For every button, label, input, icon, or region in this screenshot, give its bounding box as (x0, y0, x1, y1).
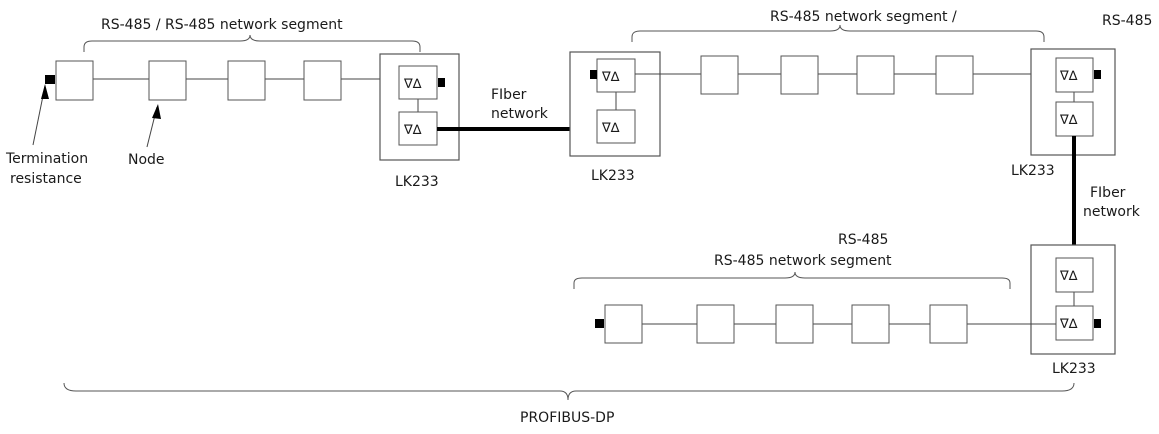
lk233-label: LK233 (1011, 163, 1055, 179)
module-symbol: ∇∆ (1059, 269, 1078, 284)
segment-label-top-left: RS-485 / RS-485 network segment (101, 17, 343, 33)
lk233-module (1055, 57, 1094, 93)
node-arrowhead (152, 104, 161, 119)
node-box (935, 55, 974, 95)
fiber-label-line1: FIber (491, 87, 527, 103)
profibus-dp-label: PROFIBUS-DP (520, 410, 614, 426)
module-symbol: ∇∆ (1059, 317, 1078, 332)
node-box (55, 60, 94, 101)
node-box (856, 55, 895, 95)
node-box (303, 60, 342, 101)
lk233-label: LK233 (591, 168, 635, 184)
node-box (929, 304, 968, 344)
module-symbol: ∇∆ (403, 123, 422, 138)
node-box (851, 304, 890, 344)
fiber-label-line1: FIber (1090, 185, 1126, 201)
segment-label-top-right-corner: RS-485 (1102, 13, 1152, 29)
lk233-module (596, 109, 636, 144)
termination-resistor (1094, 70, 1101, 79)
termination-arrowhead (41, 84, 49, 99)
module-symbol: ∇∆ (601, 70, 620, 85)
node-box (604, 304, 643, 344)
lk233-module (398, 111, 438, 146)
node-label: Node (128, 152, 165, 168)
lk233-label: LK233 (395, 174, 439, 190)
brace-bottom-segment (573, 271, 1011, 289)
lk233-module (398, 65, 438, 100)
fiber-label-line2: network (1083, 204, 1141, 220)
node-box (775, 304, 814, 344)
termination-label-line2: resistance (10, 171, 82, 187)
module-symbol: ∇∆ (601, 121, 620, 136)
lk233-module (1055, 257, 1094, 293)
termination-resistor (590, 70, 597, 79)
termination-label-line1: Termination (5, 151, 88, 167)
node-box (227, 60, 266, 101)
segment-label-bottom-line1: RS-485 (838, 232, 888, 248)
segment-label-bottom-line2: RS-485 network segment (714, 253, 892, 269)
lk233-module (1055, 305, 1094, 341)
lk233-label: LK233 (1052, 361, 1096, 377)
module-symbol: ∇∆ (1059, 69, 1078, 84)
brace-profibus-bus (63, 382, 1075, 401)
termination-resistor (595, 319, 604, 328)
module-symbol: ∇∆ (1059, 113, 1078, 128)
node-box (696, 304, 735, 344)
segment-label-top-right: RS-485 network segment / (770, 9, 957, 25)
termination-resistor (438, 78, 445, 87)
fiber-label-line2: network (491, 106, 549, 122)
module-symbol: ∇∆ (403, 77, 422, 92)
termination-resistor (45, 75, 55, 84)
termination-resistor (1094, 319, 1101, 328)
node-box (780, 55, 819, 95)
node-box (700, 55, 739, 95)
brace-top-left-segment (83, 34, 421, 52)
node-box (148, 60, 187, 101)
brace-top-right-segment (631, 24, 1045, 42)
